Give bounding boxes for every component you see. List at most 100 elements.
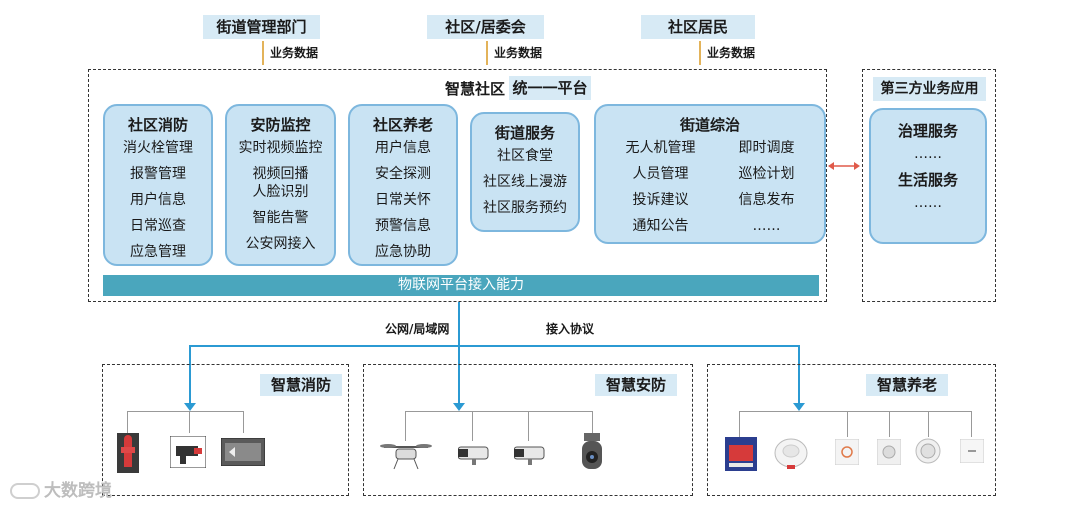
branch-line [528,411,529,441]
card-title: 社区消防 [127,116,188,134]
sensor-icon [835,439,859,465]
card-item: 生活服务 [897,171,958,189]
branch-line [889,411,890,437]
business-data-label-1: 业务数据 [270,46,319,60]
card-item: 信息发布 [738,192,795,208]
card-item: 日常巡查 [130,218,186,234]
third-party-title: 第三方业务应用 [873,77,986,101]
card-item: 投诉建议 [632,192,689,208]
dome-camera-icon [582,433,602,469]
card-item: 人脸识别 [252,184,309,200]
card-item: 人员管理 [632,166,689,182]
card-item: 应急协助 [375,244,431,260]
iot-platform-bar: 物联网平台接入能力 [103,275,819,296]
bottom-title-elderly: 智慧养老 [866,374,948,396]
card-item: 视频回播 [252,166,309,182]
card-security-monitor: 安防监控 实时视频监控 视频回播 人脸识别 智能告警 公安网接入 [225,104,336,266]
platform-subtitle: 统一一平台 [509,76,591,100]
arrow-street-mgmt [262,41,264,65]
link-arrow [828,162,860,170]
branch-line [847,411,848,437]
bottom-box-elderly [707,364,996,496]
fire-camera-icon [170,436,206,468]
card-item: 无人机管理 [625,140,696,156]
branch-line [739,411,972,412]
card-item: 用户信息 [375,140,431,156]
card-item: …… [752,218,781,234]
card-item: …… [914,146,942,162]
business-data-label-2: 业务数据 [494,46,543,60]
card-community-fire: 社区消防 消火栓管理 报警管理 用户信息 日常巡查 应急管理 [103,104,213,266]
branch-line [243,411,244,433]
card-item: 实时视频监控 [238,140,323,156]
card-title: 街道服务 [494,124,555,142]
branch-line [405,411,592,412]
card-street-general: 街道综治 无人机管理 人员管理 投诉建议 通知公告 即时调度 巡检计划 信息发布… [594,104,826,244]
platform-box [88,69,827,302]
label-street-mgmt: 街道管理部门 [203,15,320,39]
network-vline [458,302,460,346]
arrowhead-fire [184,403,196,411]
card-item: 社区服务预约 [483,200,567,216]
watermark-logo-icon [10,483,40,499]
card-third-party: 治理服务 …… 生活服务 …… [869,108,987,244]
card-item: 巡检计划 [738,166,795,182]
bullet-camera-icon [458,446,489,465]
network-label-left: 公网/局域网 [385,322,450,336]
business-data-label-3: 业务数据 [707,46,756,60]
bottom-box-security [363,364,693,496]
card-item: 治理服务 [897,122,958,140]
card-item: 即时调度 [738,140,795,156]
arrowhead-security [453,403,465,411]
branch-line [472,411,473,441]
card-title: 安防监控 [250,116,311,134]
fire-hydrant-icon [117,433,139,473]
card-item: 日常关怀 [375,192,431,208]
arrowhead-elderly [793,403,805,411]
card-item: 应急管理 [130,244,186,260]
sensor-icon [877,439,901,465]
branch-line [928,411,929,437]
network-hline [189,345,800,347]
card-item: …… [914,195,942,211]
arrow-community-committee [486,41,488,65]
drop-elderly [798,345,800,407]
branch-line [405,411,406,441]
bottom-title-fire: 智慧消防 [260,374,342,396]
card-title: 街道综治 [679,116,740,134]
branch-line [971,411,972,437]
smoke-detector-icon [774,438,808,469]
bullet-camera-icon [514,446,545,465]
card-item: 用户信息 [130,192,186,208]
card-item: 通知公告 [632,218,689,234]
sensor-icon [915,438,941,464]
card-item: 报警管理 [130,166,186,182]
platform-title: 智慧社区 [445,80,506,98]
branch-line [127,411,243,412]
network-label-right: 接入协议 [546,322,595,336]
card-item: 社区线上漫游 [483,174,567,190]
alarm-panel-icon [725,437,757,471]
branch-line [739,411,740,437]
card-street-service: 街道服务 社区食堂 社区线上漫游 社区服务预约 [470,112,580,232]
card-item: 安全探测 [375,166,431,182]
label-community-committee: 社区/居委会 [427,15,544,39]
exit-sign-icon [221,438,265,466]
arrow-residents [699,41,701,65]
branch-line [592,411,593,433]
branch-line [189,411,190,433]
label-residents: 社区居民 [641,15,755,39]
card-community-elderly: 社区养老 用户信息 安全探测 日常关怀 预警信息 应急协助 [348,104,458,266]
card-title: 社区养老 [372,116,433,134]
drop-fire [189,345,191,407]
bottom-box-fire [102,364,349,496]
card-item: 公安网接入 [245,236,316,252]
card-item: 社区食堂 [497,148,553,164]
card-item: 预警信息 [375,218,431,234]
branch-line [127,411,128,433]
switch-icon [960,439,984,463]
third-party-box [862,69,996,302]
bottom-title-security: 智慧安防 [595,374,677,396]
card-item: 消火栓管理 [123,140,193,156]
watermark: 大数跨境 [10,476,112,501]
